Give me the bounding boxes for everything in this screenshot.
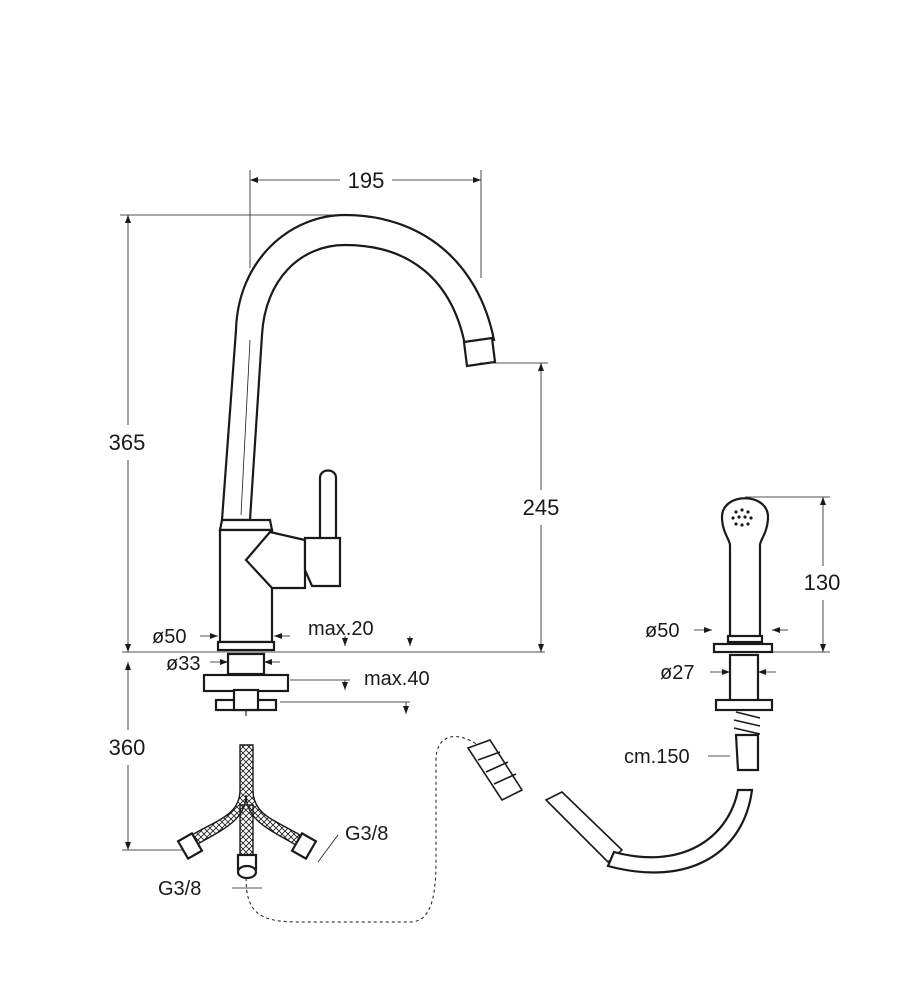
hand-shower — [712, 497, 774, 772]
dim-max-40: max.40 — [364, 668, 430, 690]
hose-center — [239, 804, 254, 856]
hose-braid — [191, 744, 301, 847]
hose-connector-left — [466, 739, 524, 802]
hose-curve — [606, 788, 754, 874]
spout-highlight — [240, 339, 251, 516]
dim-cm-150: cm.150 — [624, 746, 690, 768]
dim-130: 130 — [804, 570, 841, 595]
dimension-lines — [120, 170, 830, 889]
dim-365: 365 — [109, 430, 146, 455]
dim-g38-bottom: G3/8 — [158, 878, 201, 900]
faucet-collar — [218, 518, 274, 532]
fixing-plate — [202, 673, 290, 693]
shower-holder-body — [728, 653, 760, 703]
faucet — [216, 213, 497, 652]
hose-fitting-left — [176, 831, 204, 861]
dim-dia-27: ø27 — [660, 662, 694, 684]
shower-ring — [726, 634, 764, 644]
faucet-base — [216, 640, 276, 652]
dim-245: 245 — [523, 495, 560, 520]
dim-g38-right: G3/8 — [345, 823, 388, 845]
hose-fitting-right — [290, 831, 318, 861]
dim-dia-33: ø33 — [166, 653, 200, 675]
shower-body — [720, 497, 770, 640]
fixing-shank — [226, 652, 266, 676]
fixing-rod — [232, 688, 260, 712]
hose-end-bottom — [236, 864, 258, 880]
shower-holder-base — [714, 698, 774, 712]
dim-195: 195 — [348, 168, 385, 193]
dim-dia-50-faucet: ø50 — [152, 626, 186, 648]
hose-connector-mid — [544, 791, 624, 864]
fixing-assembly — [202, 652, 290, 716]
faucet-spout — [220, 213, 496, 522]
lever-handle — [318, 469, 338, 547]
dim-max-20: max.20 — [308, 618, 374, 640]
supply-hoses — [176, 744, 318, 880]
hose-connector-ribs — [477, 751, 517, 785]
shower-hose-stub — [733, 711, 761, 772]
dim-dia-50-shower: ø50 — [645, 620, 679, 642]
dim-360: 360 — [109, 735, 146, 760]
dimension-arrows — [125, 177, 826, 850]
connection-dashed-line — [245, 736, 479, 923]
shower-hose — [466, 739, 754, 874]
spout-nozzle — [462, 336, 497, 368]
shower-spray-holes — [731, 508, 753, 527]
lever-block — [303, 536, 342, 588]
shower-holder-top — [712, 642, 774, 654]
